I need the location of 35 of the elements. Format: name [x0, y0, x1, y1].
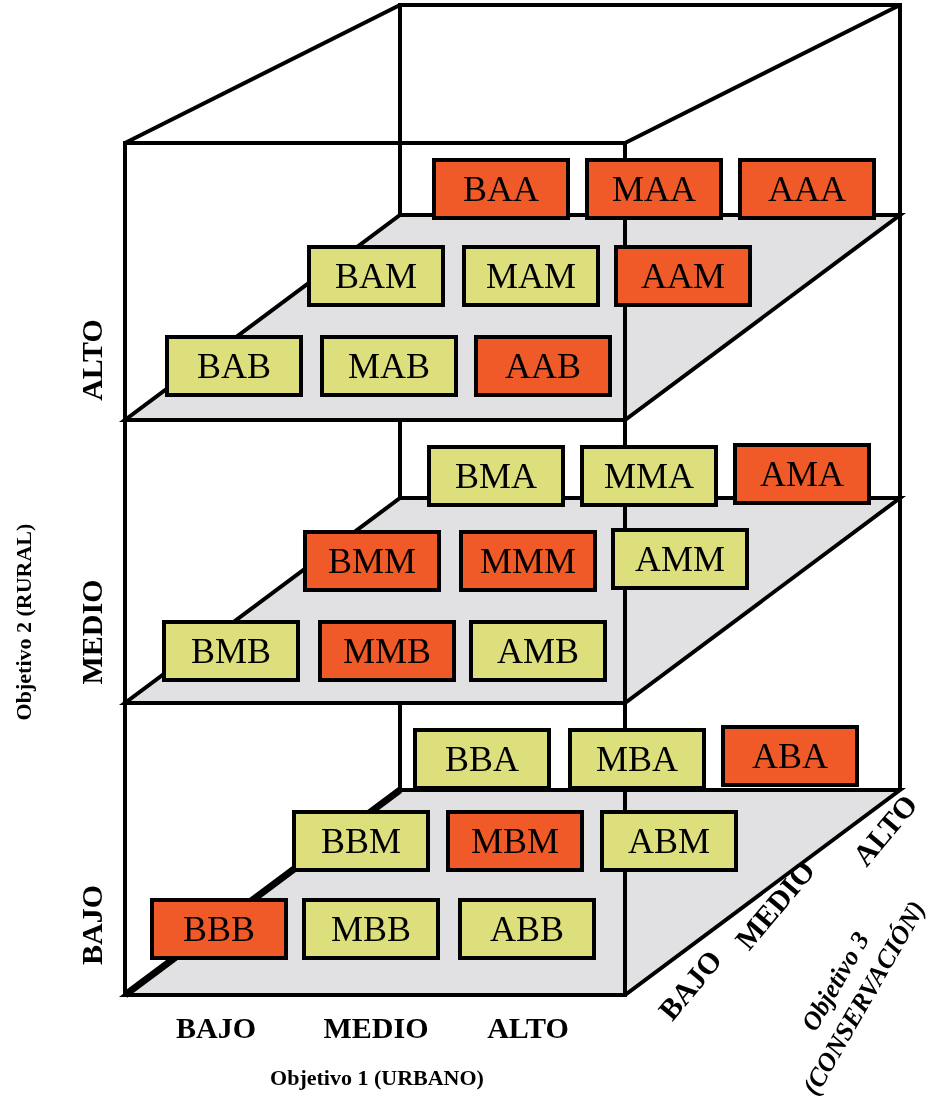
- state-box: BMA: [427, 445, 565, 507]
- axis-label: ALTO: [74, 319, 110, 401]
- axis-label: Objetivo 1 (URBANO): [270, 1064, 484, 1092]
- state-box: ABB: [458, 898, 596, 960]
- state-box: MMB: [318, 620, 456, 682]
- state-box: MMM: [459, 530, 597, 592]
- state-box: MAM: [462, 245, 600, 307]
- state-box: AAM: [614, 245, 752, 307]
- state-box: MBA: [568, 728, 706, 790]
- axis-label: BAJO: [176, 1010, 256, 1047]
- state-box: AAB: [474, 335, 612, 397]
- axis-label: Objetivo 2 (RURAL): [10, 523, 38, 721]
- state-box: BBM: [292, 810, 430, 872]
- state-box: BBB: [150, 898, 288, 960]
- state-box: AMA: [733, 443, 871, 505]
- state-box: AMM: [611, 528, 749, 590]
- axis-label: MEDIO: [74, 579, 110, 685]
- state-box: AAA: [738, 158, 876, 220]
- axis-label: ALTO: [487, 1010, 569, 1047]
- state-box: BBA: [413, 728, 551, 790]
- state-box: MMA: [580, 445, 718, 507]
- axis-label: MEDIO: [323, 1010, 429, 1047]
- state-box: MBB: [302, 898, 440, 960]
- state-box: AMB: [469, 620, 607, 682]
- state-box: BAM: [307, 245, 445, 307]
- state-box: BAA: [432, 158, 570, 220]
- state-box: ABM: [600, 810, 738, 872]
- state-box: BMB: [162, 620, 300, 682]
- state-box: ABA: [721, 725, 859, 787]
- state-box: MAB: [320, 335, 458, 397]
- state-box: MBM: [446, 810, 584, 872]
- state-box: MAA: [585, 158, 723, 220]
- state-box: BMM: [303, 530, 441, 592]
- state-box: BAB: [165, 335, 303, 397]
- axis-label: BAJO: [74, 885, 110, 965]
